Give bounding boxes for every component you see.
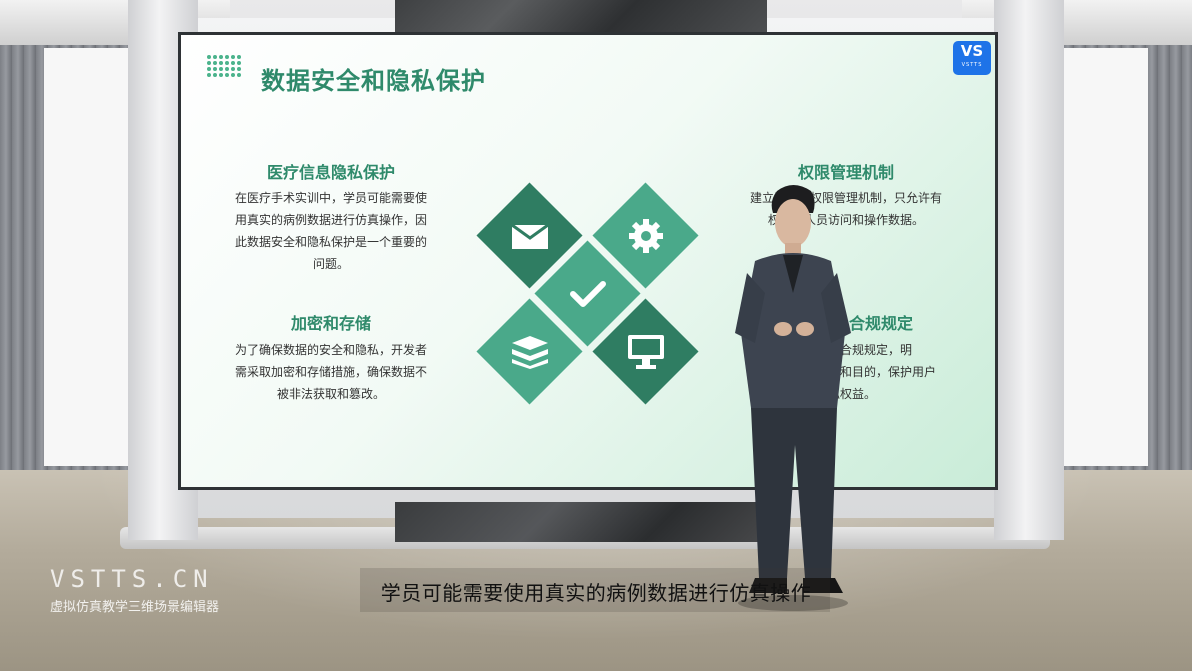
diamond-gear xyxy=(592,182,699,289)
encryption-heading: 加密和存储 xyxy=(290,314,371,333)
logo-mark-icon: VS xyxy=(960,42,984,60)
encryption-line: 需采取加密和存储措施，确保数据不 xyxy=(234,365,427,379)
slide-screen: 数据安全和隐私保护 VS VSTTS 医疗信息隐私保护 在医疗手术实训中，学员可… xyxy=(178,32,998,490)
slide-title: 数据安全和隐私保护 xyxy=(261,67,486,95)
monitor-icon xyxy=(608,314,683,389)
diamond-mail xyxy=(476,182,583,289)
diamond-monitor xyxy=(592,298,699,405)
diamond-layers xyxy=(476,298,583,405)
diamond-check xyxy=(534,240,641,347)
dots-decoration-icon xyxy=(207,55,243,85)
encryption-line: 被非法获取和篡改。 xyxy=(276,387,385,401)
presenter-avatar xyxy=(735,185,851,611)
privacy-line: 此数据安全和隐私保护是一个重要的 xyxy=(234,235,427,249)
marble-panel-bottom xyxy=(395,502,767,542)
checkmark-icon xyxy=(550,256,625,331)
mail-icon xyxy=(492,198,567,273)
marble-panel-top xyxy=(395,0,767,33)
encryption-line: 为了确保数据的安全和隐私，开发者 xyxy=(234,343,427,357)
layers-icon xyxy=(492,314,567,389)
vstts-logo: VS VSTTS xyxy=(953,41,991,75)
privacy-line: 在医疗手术实训中，学员可能需要使 xyxy=(234,191,427,205)
logo-text: VSTTS xyxy=(961,62,983,68)
permission-heading: 权限管理机制 xyxy=(797,163,894,182)
gear-icon xyxy=(608,198,683,273)
light-panel-right xyxy=(1062,48,1148,466)
privacy-body: 在医疗手术实训中，学员可能需要使 用真实的病例数据进行仿真操作，因 此数据安全和… xyxy=(211,187,451,275)
watermark-main: VSTTS.CN xyxy=(50,565,214,593)
light-panel-left xyxy=(44,48,130,466)
privacy-heading: 医疗信息隐私保护 xyxy=(266,163,395,182)
encryption-body: 为了确保数据的安全和隐私，开发者 需采取加密和存储措施，确保数据不 被非法获取和… xyxy=(211,339,451,405)
column-right xyxy=(994,0,1064,540)
compliance-heading: 合规规定 xyxy=(848,314,913,333)
watermark-sub: 虚拟仿真教学三维场景编辑器 xyxy=(50,600,220,615)
caption-background xyxy=(360,568,830,612)
privacy-line: 用真实的病例数据进行仿真操作，因 xyxy=(234,213,427,227)
subtitle-caption: 学员可能需要使用真实的病例数据进行仿真操作 xyxy=(380,581,812,605)
privacy-line: 问题。 xyxy=(312,257,349,271)
